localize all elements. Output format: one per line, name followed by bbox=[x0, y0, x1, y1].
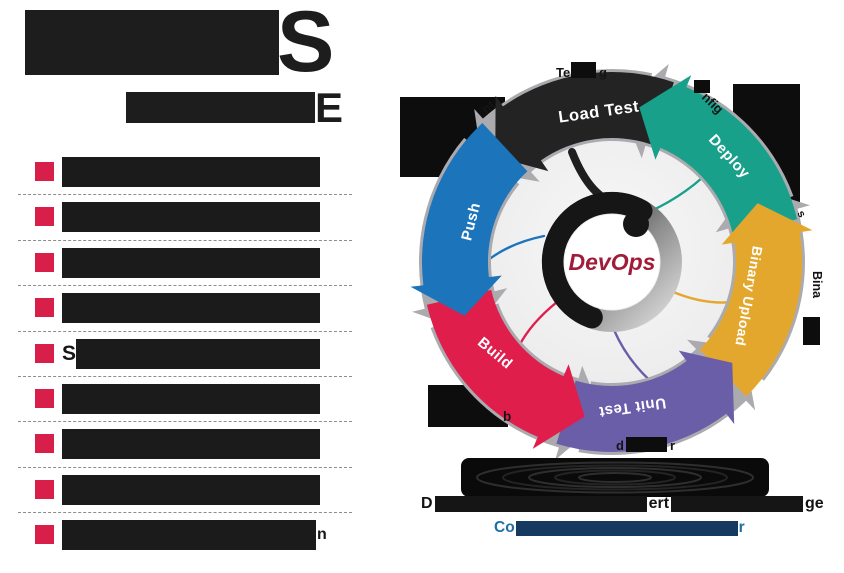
title-visible-letter: S bbox=[277, 0, 335, 90]
list-item bbox=[18, 377, 352, 423]
outer-label-bottom-left-fragment: b bbox=[503, 409, 511, 424]
list-item bbox=[18, 195, 352, 241]
list-bullet-icon bbox=[35, 207, 54, 227]
caption1-text-fragment: D bbox=[421, 495, 433, 512]
list-item bbox=[18, 422, 352, 468]
outer-label-bottom-suffix: r bbox=[670, 438, 675, 453]
caption1-text-fragment: ert bbox=[648, 495, 670, 512]
bottom-shadow bbox=[461, 458, 769, 497]
list-bullet-icon bbox=[35, 162, 54, 181]
segment-unit-test bbox=[556, 350, 735, 452]
title-redaction-bar bbox=[25, 10, 279, 75]
outer-label-bottom-prefix: d bbox=[616, 438, 624, 453]
list-item-visible-prefix: S bbox=[62, 341, 77, 365]
list-item bbox=[18, 286, 352, 332]
segment-load-test bbox=[495, 72, 674, 172]
segment-bands bbox=[410, 72, 813, 452]
list-item-redaction-bar bbox=[62, 293, 320, 324]
caption1-redaction-bar bbox=[434, 496, 647, 512]
caption2-suffix: r bbox=[738, 519, 745, 536]
outer-label-right-fragment: Bina bbox=[810, 271, 824, 299]
segment-binary-upload bbox=[699, 203, 813, 397]
list-bullet-icon bbox=[35, 434, 54, 454]
page-title-line1: S bbox=[25, 0, 335, 90]
list-bullet-icon bbox=[35, 252, 54, 272]
segment-build bbox=[426, 289, 585, 449]
outer-label-right-redaction bbox=[803, 317, 820, 345]
list-item-redaction-bar bbox=[62, 474, 320, 505]
page-title-line2: E bbox=[126, 84, 344, 131]
outer-label-top-prefix: Te bbox=[556, 65, 570, 80]
list-bullet-icon bbox=[35, 479, 54, 499]
caption-line-2: Co r bbox=[494, 519, 745, 537]
outer-label-top-right-redaction bbox=[694, 80, 710, 93]
list-bullet-icon bbox=[35, 388, 54, 408]
swoosh-head-dot bbox=[623, 211, 649, 237]
list-item bbox=[18, 468, 352, 514]
segment-deploy bbox=[639, 75, 798, 235]
list-item: n bbox=[18, 513, 352, 558]
list-item-redaction-bar bbox=[76, 338, 321, 369]
caption2-prefix: Co bbox=[494, 519, 515, 536]
center-hub bbox=[563, 213, 661, 311]
list-item-redaction-bar bbox=[62, 520, 316, 551]
list-bullet-icon bbox=[35, 343, 54, 363]
list-item bbox=[18, 241, 352, 287]
list-item-redaction-bar bbox=[62, 247, 320, 278]
list-item: S bbox=[18, 332, 352, 377]
center-label: DevOps bbox=[569, 249, 656, 275]
segment-push bbox=[410, 123, 528, 316]
outer-label-top-suffix: g bbox=[599, 65, 607, 80]
list-item-redaction-bar bbox=[62, 429, 320, 460]
subtitle-visible-letter: E bbox=[315, 84, 344, 131]
caption1-text-fragment: ge bbox=[805, 495, 824, 512]
list-bullet-icon bbox=[35, 298, 54, 318]
caption2-redaction-bar bbox=[515, 520, 738, 536]
subtitle-redaction-bar bbox=[126, 92, 315, 123]
list-bullet-icon bbox=[35, 525, 54, 545]
caption1-redaction-bar bbox=[671, 496, 804, 512]
list-item-redaction-bar bbox=[62, 157, 320, 187]
center-ring-dark-arc bbox=[541, 191, 653, 329]
outer-label-bottom-redaction bbox=[626, 437, 667, 452]
list-item-visible-suffix: n bbox=[317, 526, 327, 544]
outer-label-top-redaction bbox=[571, 62, 596, 78]
list-item-redaction-bar bbox=[62, 202, 320, 233]
outer-label-right-small-fragment: s bbox=[794, 209, 807, 220]
list-item-redaction-bar bbox=[62, 383, 320, 414]
list-item bbox=[18, 150, 352, 196]
